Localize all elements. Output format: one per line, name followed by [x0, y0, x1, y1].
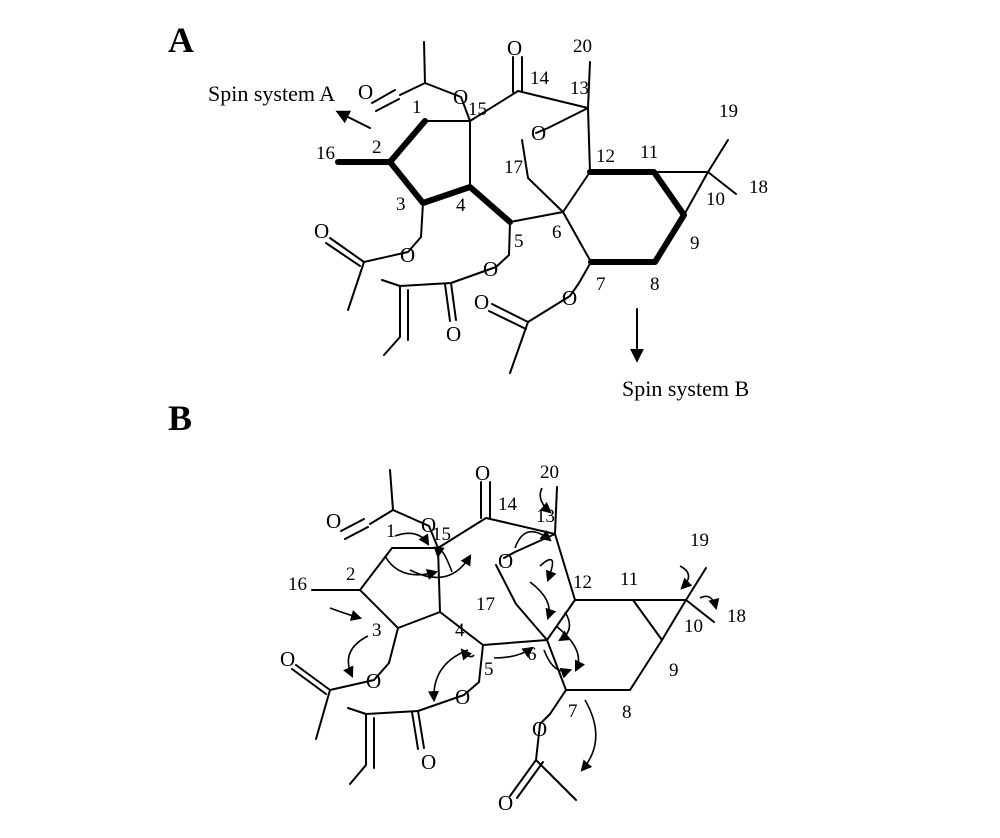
spin-system-a-bonds: [335, 118, 513, 225]
spin-system-b-bonds: [587, 169, 687, 265]
atom-number: 4: [455, 620, 465, 641]
oxygen-ether-bridge: O: [531, 121, 546, 145]
atom-number: 15: [432, 524, 451, 545]
atom-number: 16: [316, 143, 335, 164]
skeleton-bonds: [325, 41, 737, 374]
atom-number: 7: [596, 274, 606, 295]
atom-number: 1: [412, 97, 422, 118]
atom-number: 1: [386, 521, 396, 542]
atom-number: 15: [468, 99, 487, 120]
hmbc-arrow: [558, 611, 571, 642]
spin-system-b-label: Spin system B: [622, 376, 749, 401]
hmbc-arrow: [539, 487, 552, 514]
spin-system-a-arrow: [335, 110, 371, 129]
atom-number: 20: [573, 36, 592, 57]
atom-number: 7: [568, 701, 578, 722]
hmbc-arrow: [384, 555, 439, 580]
oxygen-c5-carbonyl: O: [446, 322, 461, 346]
atom-number: 13: [570, 78, 589, 99]
oxygen-c5-carbonyl: O: [421, 750, 436, 774]
hmbc-arrow: [409, 554, 472, 579]
hmbc-arrow: [539, 558, 557, 583]
atom-number: 11: [640, 142, 658, 163]
atom-number: 12: [573, 572, 592, 593]
atom-number: 20: [540, 462, 559, 483]
atom-number: 4: [456, 195, 466, 216]
atom-number: 12: [596, 146, 615, 167]
hmbc-arrow: [699, 595, 720, 611]
hmbc-arrow: [427, 649, 469, 703]
hmbc-arrow: [493, 646, 534, 659]
oxygen-c7-ester: O: [532, 717, 547, 741]
hmbc-arrow: [529, 581, 557, 621]
atom-number: 8: [650, 274, 660, 295]
atom-number: 14: [530, 68, 550, 89]
oxygen-c5-ester: O: [455, 685, 470, 709]
atom-number: 9: [690, 233, 700, 254]
atom-number: 16: [288, 574, 307, 595]
atom-number: 11: [620, 569, 638, 590]
atom-number: 19: [690, 530, 709, 551]
hmbc-arrow: [329, 607, 363, 621]
oxygen-c3-carbonyl: O: [280, 647, 295, 671]
atom-number: 8: [622, 702, 632, 723]
panel-b-label: B: [168, 398, 192, 438]
hmbc-arrow: [543, 649, 573, 679]
hmbc-correlation-arrows: [329, 487, 720, 772]
oxygen-c3-carbonyl: O: [314, 219, 329, 243]
atom-number: 2: [372, 137, 382, 158]
atom-number: 19: [719, 101, 738, 122]
atom-number: 14: [498, 494, 518, 515]
atom-number: 18: [727, 606, 746, 627]
hmbc-arrow: [679, 565, 693, 590]
atom-number: 5: [484, 659, 494, 680]
oxygen-atoms-b: O O O O O O O O O O: [280, 461, 547, 815]
atom-number: 10: [684, 616, 703, 637]
oxygen-c14-ketone: O: [475, 461, 490, 485]
panel-a: A Spin system A Spin system B: [168, 20, 768, 401]
atom-number: 17: [476, 594, 495, 615]
atom-number: 10: [706, 189, 725, 210]
hmbc-arrow: [514, 530, 552, 549]
hmbc-arrow: [394, 532, 430, 546]
oxygen-c15-ester: O: [421, 513, 436, 537]
atom-number: 18: [749, 177, 768, 198]
atom-number: 9: [669, 660, 679, 681]
oxygen-c7-carbonyl: O: [498, 791, 513, 815]
oxygen-c15-carbonyl: O: [326, 509, 341, 533]
spin-system-a-label: Spin system A: [208, 81, 335, 106]
panel-a-label: A: [168, 20, 194, 60]
oxygen-c14-ketone: O: [507, 36, 522, 60]
oxygen-c15-carbonyl: O: [358, 80, 373, 104]
oxygen-c7-ester: O: [562, 286, 577, 310]
oxygen-c7-carbonyl: O: [474, 290, 489, 314]
atom-number: 5: [514, 231, 524, 252]
atom-number: 2: [346, 564, 356, 585]
atom-number: 6: [527, 644, 537, 665]
oxygen-c3-ester: O: [366, 669, 381, 693]
atom-number: 6: [552, 222, 562, 243]
atom-number: 3: [396, 194, 406, 215]
panel-b: B: [168, 398, 746, 815]
skeleton-bonds-b: [291, 469, 715, 801]
oxygen-c5-ester: O: [483, 257, 498, 281]
oxygen-ether-bridge: O: [498, 549, 513, 573]
atom-numbers-b: 1 2 3 4 5 6 7 8 9 10 11 12 13 14 15 16 1…: [288, 462, 746, 723]
hmbc-arrow: [580, 699, 597, 772]
hmbc-arrow: [343, 635, 369, 679]
hmbc-arrow: [433, 546, 453, 573]
atom-numbers-a: 1 2 3 4 5 6 7 8 9 10 11 12 13 14 15 16 1…: [316, 36, 768, 295]
oxygen-c3-ester: O: [400, 243, 415, 267]
atom-number: 13: [536, 506, 555, 527]
atom-number: 3: [372, 620, 382, 641]
atom-number: 17: [504, 157, 523, 178]
hmbc-arrow: [555, 625, 586, 673]
oxygen-c15-ester: O: [453, 85, 468, 109]
oxygen-atoms-a: O O O O O O O O O O: [314, 36, 577, 346]
